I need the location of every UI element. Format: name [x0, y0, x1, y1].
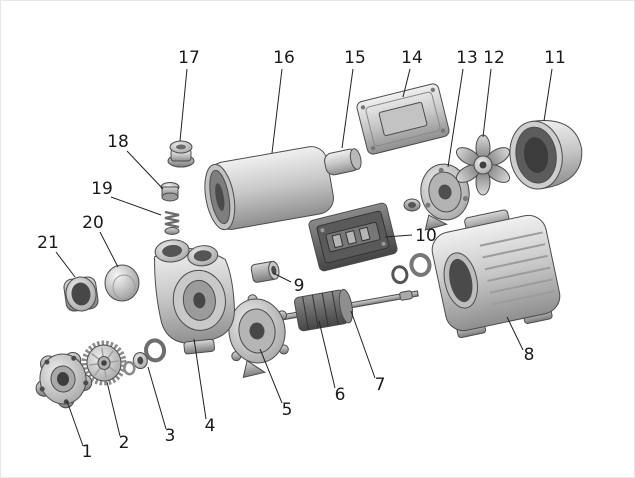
callout-label-6: 6	[335, 385, 346, 405]
callout-label-1: 1	[82, 442, 93, 462]
callout-label-20: 20	[82, 213, 104, 233]
rotor-shaft-assembly	[266, 288, 419, 332]
leader-line-1	[66, 400, 84, 447]
part-9-bearing-bush	[250, 260, 280, 283]
leader-line-3	[147, 366, 167, 430]
leader-line-19	[110, 196, 162, 216]
callout-label-8: 8	[524, 345, 535, 365]
part-20-diaphragm-cap	[104, 264, 140, 302]
leader-line-11	[543, 68, 553, 122]
part-8-motor-housing	[431, 209, 561, 339]
callout-label-5: 5	[282, 400, 293, 420]
part-10-terminal-board	[308, 202, 398, 272]
callout-label-16: 16	[273, 48, 295, 68]
leader-line-17	[179, 68, 188, 142]
part-17-priming-plug	[167, 140, 195, 168]
part-6-rotor	[294, 288, 354, 332]
callout-label-15: 15	[344, 48, 366, 68]
leader-line-4	[193, 338, 207, 420]
part-15-capacitor	[324, 148, 362, 176]
callout-label-9: 9	[294, 276, 305, 296]
part-2-impeller	[81, 340, 127, 386]
leader-line-7	[350, 310, 376, 379]
callout-label-17: 17	[178, 48, 200, 68]
leader-line-2	[106, 381, 121, 437]
leader-lines	[55, 68, 553, 447]
callout-label-10: 10	[415, 226, 437, 246]
callout-label-19: 19	[91, 179, 113, 199]
part-12-fan	[455, 134, 511, 196]
part-19-spring	[164, 210, 180, 235]
callout-label-12: 12	[483, 48, 505, 68]
leader-line-12	[482, 68, 492, 138]
callout-labels: 17 16 15 14 13 12 11 18 19 20 21 10 9 8 …	[37, 48, 566, 462]
bearing-and-washer	[391, 252, 432, 285]
part-16-outer-shell	[204, 146, 334, 231]
leader-line-13	[447, 68, 464, 168]
leader-line-8	[506, 316, 524, 351]
part-4-pump-body	[154, 239, 235, 355]
part-21-flange-nut	[63, 276, 99, 312]
part-18-valve-plug	[160, 182, 180, 202]
leader-line-14	[402, 68, 411, 98]
callout-label-2: 2	[119, 433, 130, 453]
callout-label-4: 4	[205, 416, 216, 436]
callout-label-18: 18	[107, 132, 129, 152]
callout-label-3: 3	[165, 426, 176, 446]
leader-line-16	[271, 68, 283, 154]
part-5-pump-cover	[223, 294, 289, 379]
leader-line-6	[318, 320, 336, 389]
part-11-fan-cover	[509, 120, 583, 190]
leader-line-21	[55, 251, 76, 278]
callout-label-14: 14	[401, 48, 423, 68]
cable-gland	[403, 198, 421, 212]
part-14-terminal-box-cover	[356, 83, 450, 155]
callout-label-7: 7	[375, 375, 386, 395]
callout-label-21: 21	[37, 233, 59, 253]
part-3-mechanical-seal	[122, 338, 167, 376]
leader-line-20	[99, 231, 119, 268]
leader-line-9	[272, 272, 292, 283]
callout-label-11: 11	[544, 48, 566, 68]
leader-line-5	[259, 348, 283, 404]
part-1-pump-flange	[35, 351, 93, 409]
leader-line-10	[384, 234, 413, 238]
leader-line-18	[126, 150, 164, 190]
leader-line-15	[341, 68, 354, 149]
callout-label-13: 13	[456, 48, 478, 68]
